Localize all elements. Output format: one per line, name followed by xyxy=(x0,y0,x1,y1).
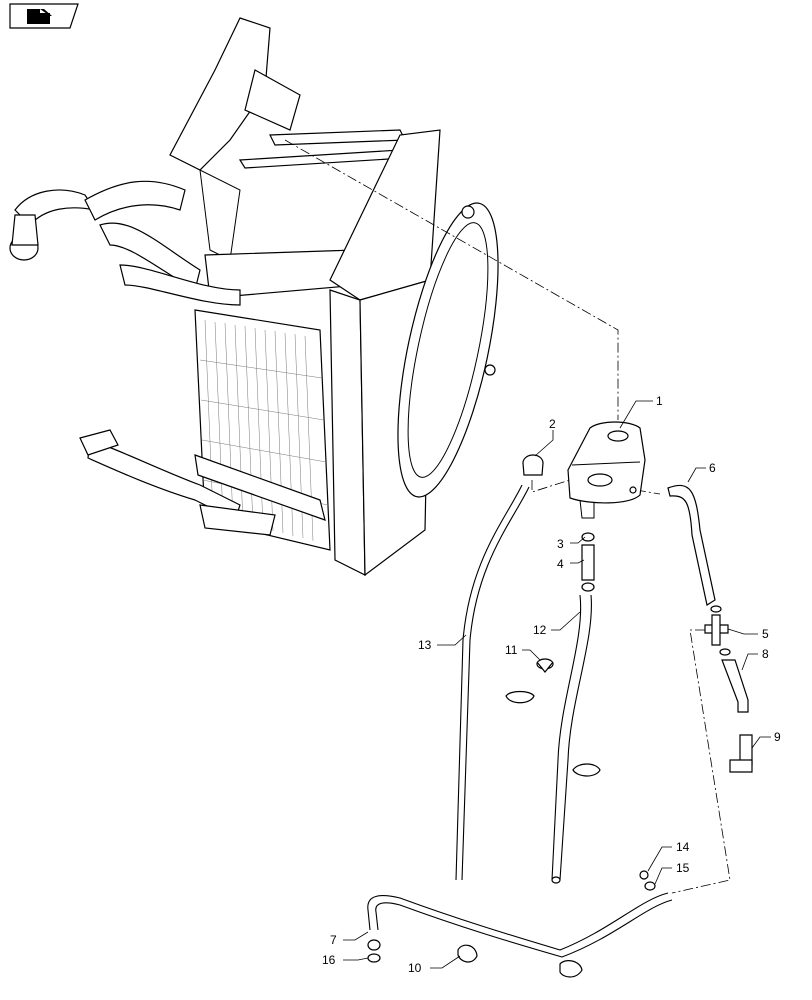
callout-14: 14 xyxy=(676,840,690,854)
callout-5: 5 xyxy=(762,627,769,641)
callout-9: 9 xyxy=(774,730,781,744)
callout-8: 8 xyxy=(762,647,769,661)
callout-10: 10 xyxy=(408,961,422,975)
leader-lines xyxy=(343,400,771,969)
part-5-tee xyxy=(704,605,731,656)
radiator-assembly xyxy=(9,17,499,577)
callout-4: 4 xyxy=(557,557,564,571)
part-2-cap xyxy=(522,454,544,476)
callout-16: 16 xyxy=(322,953,336,967)
callout-6: 6 xyxy=(709,461,716,475)
part-3-4-hose-stub xyxy=(581,532,595,592)
book-page-icon xyxy=(27,9,52,24)
callout-1: 1 xyxy=(656,394,663,408)
callout-3: 3 xyxy=(557,537,564,551)
callout-2: 2 xyxy=(549,417,556,431)
part-1-expansion-tank xyxy=(567,421,646,519)
part-11-clamp xyxy=(536,658,554,673)
callout-15: 15 xyxy=(676,861,690,875)
part-9-elbow xyxy=(729,734,753,773)
callout-7: 7 xyxy=(330,933,337,947)
callout-11: 11 xyxy=(505,643,518,657)
nav-icon-button[interactable] xyxy=(9,3,79,29)
callout-13: 13 xyxy=(418,638,432,652)
callout-12: 12 xyxy=(533,623,547,637)
